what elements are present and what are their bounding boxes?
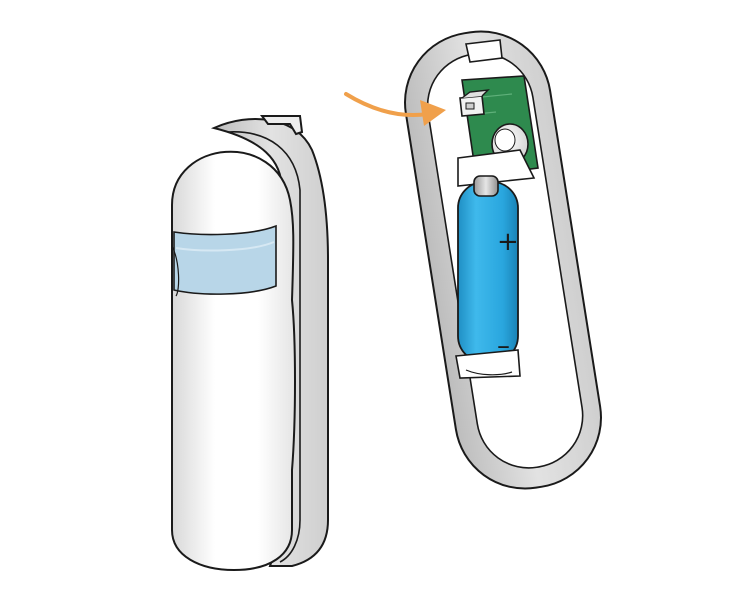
battery-clip-bottom bbox=[455, 349, 521, 379]
reset-button-icon bbox=[459, 89, 490, 117]
front-body bbox=[171, 150, 296, 572]
open-housing-icon: + – bbox=[404, 30, 602, 490]
battery-icon: + – bbox=[457, 175, 519, 363]
arrow-shaft bbox=[344, 92, 430, 117]
motion-sensor-assembled-icon bbox=[171, 115, 329, 572]
clip-tab bbox=[260, 115, 304, 136]
battery-clip-bottom-shadow bbox=[465, 369, 513, 376]
lens-highlight bbox=[175, 241, 275, 252]
back-plate-inner-edge bbox=[227, 131, 301, 563]
housing-top-notch bbox=[465, 39, 503, 63]
arrow-icon bbox=[344, 92, 446, 126]
body-seam bbox=[171, 245, 180, 297]
lens-window bbox=[173, 224, 277, 295]
arrow-head bbox=[420, 100, 446, 126]
battery-positive-mark: + bbox=[497, 227, 519, 257]
